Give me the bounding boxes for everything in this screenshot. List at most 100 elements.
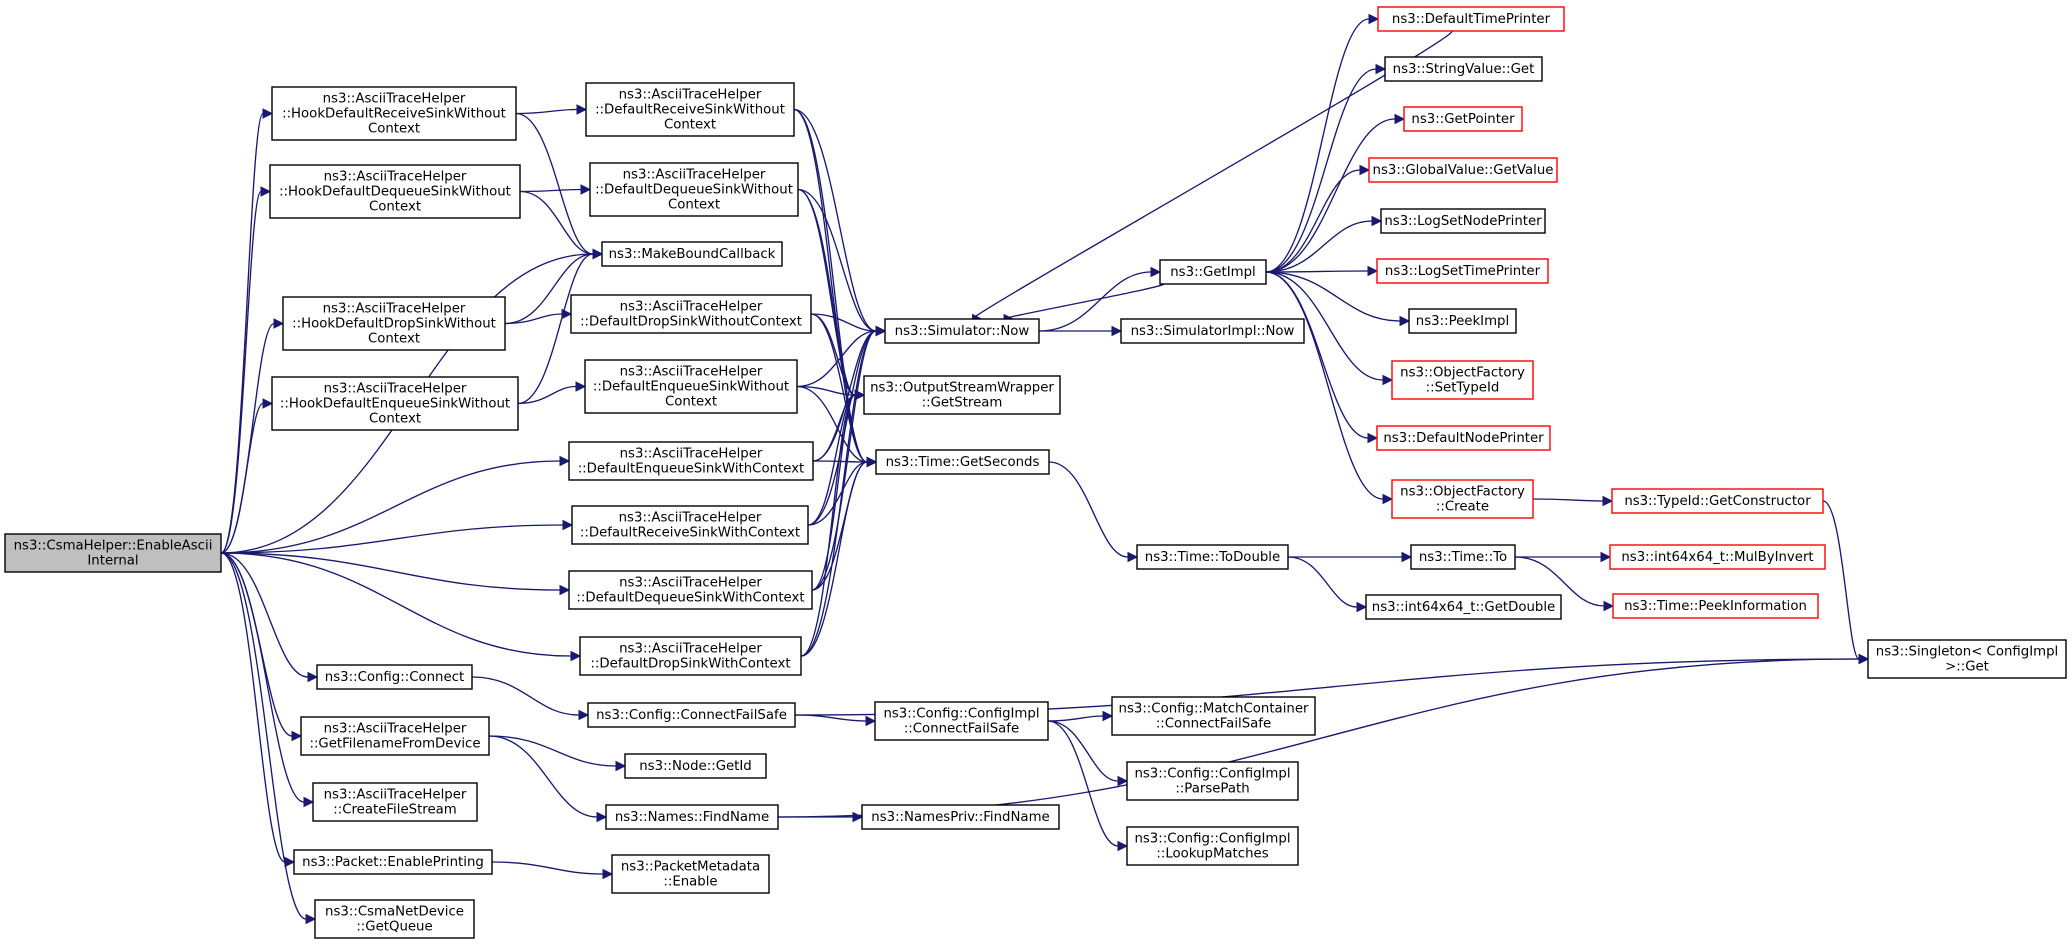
node-box-def_deq_wo[interactable] xyxy=(589,162,799,217)
node-node_getid[interactable]: ns3::Node::GetId xyxy=(624,753,767,779)
node-box-pktmeta_enable[interactable] xyxy=(611,854,770,894)
node-def_recv_wo[interactable]: ns3::AsciiTraceHelper::DefaultReceiveSin… xyxy=(585,82,795,137)
node-box-configimpl_parse[interactable] xyxy=(1126,761,1299,801)
node-singleton_get[interactable]: ns3::Singleton< ConfigImpl >::Get xyxy=(1867,639,2067,679)
node-config_connect[interactable]: ns3::Config::Connect xyxy=(316,664,473,690)
node-box-namespriv_find[interactable] xyxy=(861,804,1060,830)
node-def_time_printer[interactable]: ns3::DefaultTimePrinter xyxy=(1377,6,1565,32)
node-box-def_recv_w[interactable] xyxy=(571,505,809,545)
node-time_peekinfo[interactable]: ns3::Time::PeekInformation xyxy=(1612,593,1819,619)
node-namespriv_find[interactable]: ns3::NamesPriv::FindName xyxy=(861,804,1060,830)
node-box-get_filename[interactable] xyxy=(300,716,490,756)
node-match_connectfs[interactable]: ns3::Config::MatchContainer::ConnectFail… xyxy=(1111,696,1316,736)
node-get_pointer[interactable]: ns3::GetPointer xyxy=(1403,106,1523,132)
node-pktmeta_enable[interactable]: ns3::PacketMetadata::Enable xyxy=(611,854,770,894)
node-string_get[interactable]: ns3::StringValue::Get xyxy=(1384,56,1543,82)
node-def_enq_wo[interactable]: ns3::AsciiTraceHelper::DefaultEnqueueSin… xyxy=(584,359,798,414)
node-box-hook_deq[interactable] xyxy=(269,164,521,219)
node-def_drop_w[interactable]: ns3::AsciiTraceHelper::DefaultDropSinkWi… xyxy=(579,636,802,676)
node-configimpl_connectfs[interactable]: ns3::Config::ConfigImpl::ConnectFailSafe xyxy=(874,701,1049,741)
node-box-make_bound[interactable] xyxy=(601,241,783,267)
node-box-global_get[interactable] xyxy=(1368,157,1558,183)
node-box-def_drop_w[interactable] xyxy=(579,636,802,676)
node-get_filename[interactable]: ns3::AsciiTraceHelper::GetFilenameFromDe… xyxy=(300,716,490,756)
node-box-node_getid[interactable] xyxy=(624,753,767,779)
node-config_connectfs[interactable]: ns3::Config::ConnectFailSafe xyxy=(587,702,796,728)
node-of_settype[interactable]: ns3::ObjectFactory::SetTypeId xyxy=(1391,360,1534,400)
node-def_node_printer[interactable]: ns3::DefaultNodePrinter xyxy=(1376,425,1551,451)
node-box-config_connect[interactable] xyxy=(316,664,473,690)
node-time_to[interactable]: ns3::Time::To xyxy=(1410,544,1516,570)
node-box-def_deq_w[interactable] xyxy=(568,570,813,610)
node-time_todouble[interactable]: ns3::Time::ToDouble xyxy=(1136,544,1289,570)
node-def_deq_wo[interactable]: ns3::AsciiTraceHelper::DefaultDequeueSin… xyxy=(589,162,799,217)
node-box-create_file[interactable] xyxy=(312,782,478,822)
node-create_file[interactable]: ns3::AsciiTraceHelper::CreateFileStream xyxy=(312,782,478,822)
node-def_deq_w[interactable]: ns3::AsciiTraceHelper::DefaultDequeueSin… xyxy=(568,570,813,610)
node-box-get_pointer[interactable] xyxy=(1403,106,1523,132)
node-box-time_to[interactable] xyxy=(1410,544,1516,570)
node-box-def_enq_w[interactable] xyxy=(568,441,814,481)
node-box-of_settype[interactable] xyxy=(1391,360,1534,400)
node-int64_getdouble[interactable]: ns3::int64x64_t::GetDouble xyxy=(1365,594,1562,620)
node-peek_impl[interactable]: ns3::PeekImpl xyxy=(1408,308,1517,334)
node-box-def_drop_wo[interactable] xyxy=(570,294,812,334)
node-packet_enable[interactable]: ns3::Packet::EnablePrinting xyxy=(293,849,493,875)
node-box-hook_recv[interactable] xyxy=(271,86,517,141)
node-int64_mul[interactable]: ns3::int64x64_t::MulByInvert xyxy=(1609,544,1826,570)
node-time_sec[interactable]: ns3::Time::GetSeconds xyxy=(875,449,1050,475)
node-of_create[interactable]: ns3::ObjectFactory::Create xyxy=(1391,479,1534,519)
node-make_bound[interactable]: ns3::MakeBoundCallback xyxy=(601,241,783,267)
node-box-osw_get[interactable] xyxy=(863,375,1061,415)
node-box-root[interactable] xyxy=(4,533,222,573)
node-box-of_create[interactable] xyxy=(1391,479,1534,519)
node-box-csma_getqueue[interactable] xyxy=(314,899,475,939)
node-def_recv_w[interactable]: ns3::AsciiTraceHelper::DefaultReceiveSin… xyxy=(571,505,809,545)
node-box-peek_impl[interactable] xyxy=(1408,308,1517,334)
node-box-configimpl_lookup[interactable] xyxy=(1126,826,1299,866)
node-box-names_find[interactable] xyxy=(605,804,779,830)
node-box-configimpl_connectfs[interactable] xyxy=(874,701,1049,741)
node-box-def_enq_wo[interactable] xyxy=(584,359,798,414)
node-hook_recv[interactable]: ns3::AsciiTraceHelper::HookDefaultReceiv… xyxy=(271,86,517,141)
node-typeid_ctor[interactable]: ns3::TypeId::GetConstructor xyxy=(1611,488,1824,514)
node-box-time_peekinfo[interactable] xyxy=(1612,593,1819,619)
node-box-log_time[interactable] xyxy=(1376,258,1549,284)
node-sim_now[interactable]: ns3::Simulator::Now xyxy=(884,318,1040,344)
node-box-time_sec[interactable] xyxy=(875,449,1050,475)
node-box-typeid_ctor[interactable] xyxy=(1611,488,1824,514)
node-box-log_node[interactable] xyxy=(1380,208,1546,234)
node-hook_deq[interactable]: ns3::AsciiTraceHelper::HookDefaultDequeu… xyxy=(269,164,521,219)
node-def_enq_w[interactable]: ns3::AsciiTraceHelper::DefaultEnqueueSin… xyxy=(568,441,814,481)
node-box-hook_drop[interactable] xyxy=(282,296,506,351)
node-box-singleton_get[interactable] xyxy=(1867,639,2067,679)
node-box-config_connectfs[interactable] xyxy=(587,702,796,728)
node-simimpl_now[interactable]: ns3::SimulatorImpl::Now xyxy=(1120,318,1305,344)
node-log_node[interactable]: ns3::LogSetNodePrinter xyxy=(1380,208,1546,234)
node-box-def_recv_wo[interactable] xyxy=(585,82,795,137)
node-box-def_time_printer[interactable] xyxy=(1377,6,1565,32)
node-hook_drop[interactable]: ns3::AsciiTraceHelper::HookDefaultDropSi… xyxy=(282,296,506,351)
node-box-int64_getdouble[interactable] xyxy=(1365,594,1562,620)
node-box-string_get[interactable] xyxy=(1384,56,1543,82)
node-log_time[interactable]: ns3::LogSetTimePrinter xyxy=(1376,258,1549,284)
node-box-int64_mul[interactable] xyxy=(1609,544,1826,570)
node-configimpl_parse[interactable]: ns3::Config::ConfigImpl::ParsePath xyxy=(1126,761,1299,801)
node-box-packet_enable[interactable] xyxy=(293,849,493,875)
node-names_find[interactable]: ns3::Names::FindName xyxy=(605,804,779,830)
node-osw_get[interactable]: ns3::OutputStreamWrapper::GetStream xyxy=(863,375,1061,415)
node-box-simimpl_now[interactable] xyxy=(1120,318,1305,344)
node-box-time_todouble[interactable] xyxy=(1136,544,1289,570)
node-hook_enq[interactable]: ns3::AsciiTraceHelper::HookDefaultEnqueu… xyxy=(271,376,519,431)
node-box-hook_enq[interactable] xyxy=(271,376,519,431)
node-global_get[interactable]: ns3::GlobalValue::GetValue xyxy=(1368,157,1558,183)
node-box-def_node_printer[interactable] xyxy=(1376,425,1551,451)
node-csma_getqueue[interactable]: ns3::CsmaNetDevice::GetQueue xyxy=(314,899,475,939)
node-box-get_impl[interactable] xyxy=(1159,259,1267,285)
node-configimpl_lookup[interactable]: ns3::Config::ConfigImpl::LookupMatches xyxy=(1126,826,1299,866)
node-box-match_connectfs[interactable] xyxy=(1111,696,1316,736)
node-box-sim_now[interactable] xyxy=(884,318,1040,344)
node-def_drop_wo[interactable]: ns3::AsciiTraceHelper::DefaultDropSinkWi… xyxy=(570,294,812,334)
node-get_impl[interactable]: ns3::GetImpl xyxy=(1159,259,1267,285)
